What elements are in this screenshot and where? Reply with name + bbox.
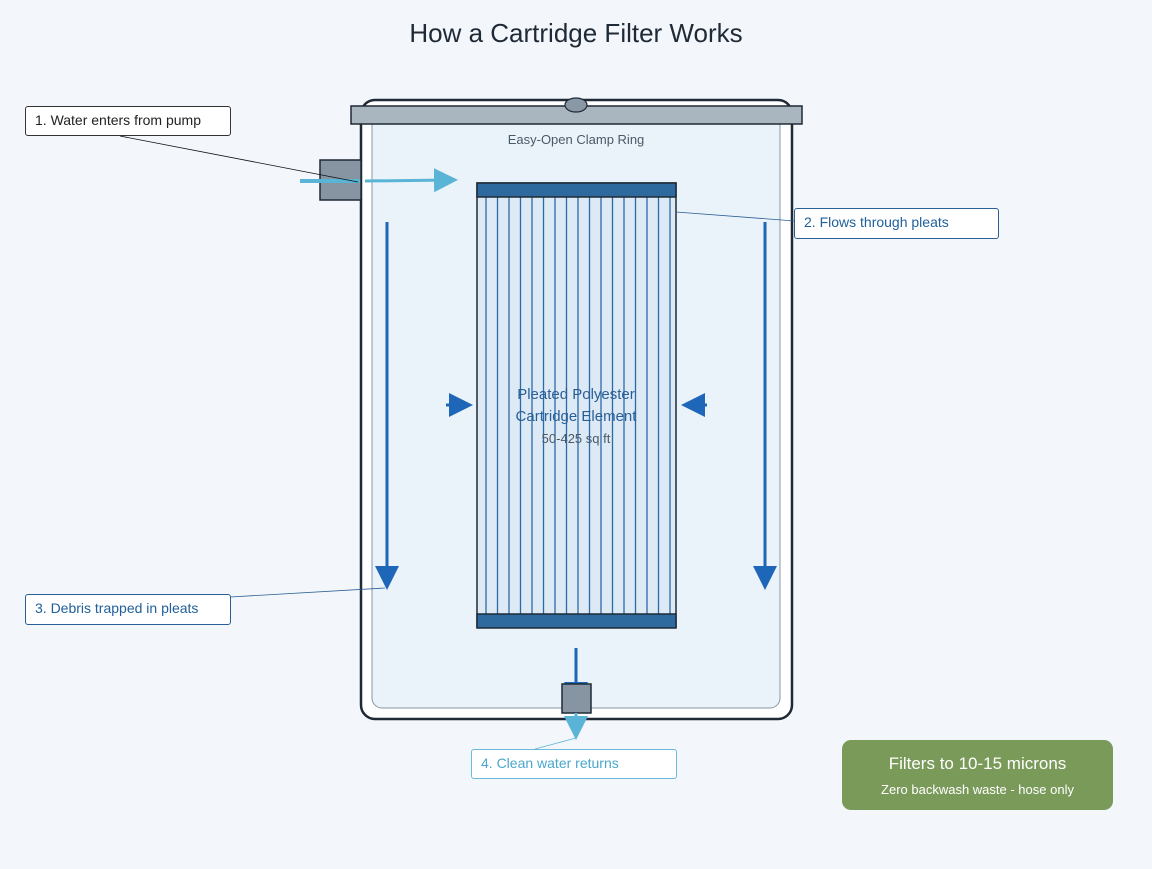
cartridge-pleats <box>485 197 671 614</box>
cartridge-top-cap <box>476 182 677 198</box>
leader-line-step2 <box>675 211 796 222</box>
cartridge-area-label: 50-425 sq ft <box>542 431 611 446</box>
info-box-headline: Filters to 10-15 microns <box>888 754 1067 773</box>
inlet-flow-arrow <box>364 168 458 193</box>
cartridge-bottom-cap <box>476 613 677 629</box>
info-box-subline: Zero backwash waste - hose only <box>881 782 1074 797</box>
cartridge-label-line1: Pleated Polyester <box>517 386 635 403</box>
cartridge-body <box>476 182 677 628</box>
callout-step1-water-enters: 1. Water enters from pump <box>25 106 231 136</box>
diagram-title: How a Cartridge Filter Works <box>409 18 743 48</box>
clamp-knob <box>564 97 588 113</box>
callout-step2-flows-through-pleats: 2. Flows through pleats <box>794 208 999 239</box>
leader-line-step3 <box>229 587 386 598</box>
outlet-port <box>561 683 592 714</box>
leader-line-step1 <box>119 135 359 183</box>
callout-step3-debris-trapped: 3. Debris trapped in pleats <box>25 594 231 625</box>
clamp-ring-label: Easy-Open Clamp Ring <box>508 132 645 147</box>
cartridge-label-line2: Cartridge Element <box>516 408 638 425</box>
info-box: Filters to 10-15 microns Zero backwash w… <box>842 740 1113 810</box>
callout-step4-clean-water-returns: 4. Clean water returns <box>471 749 677 779</box>
leader-line-step4 <box>534 737 577 750</box>
